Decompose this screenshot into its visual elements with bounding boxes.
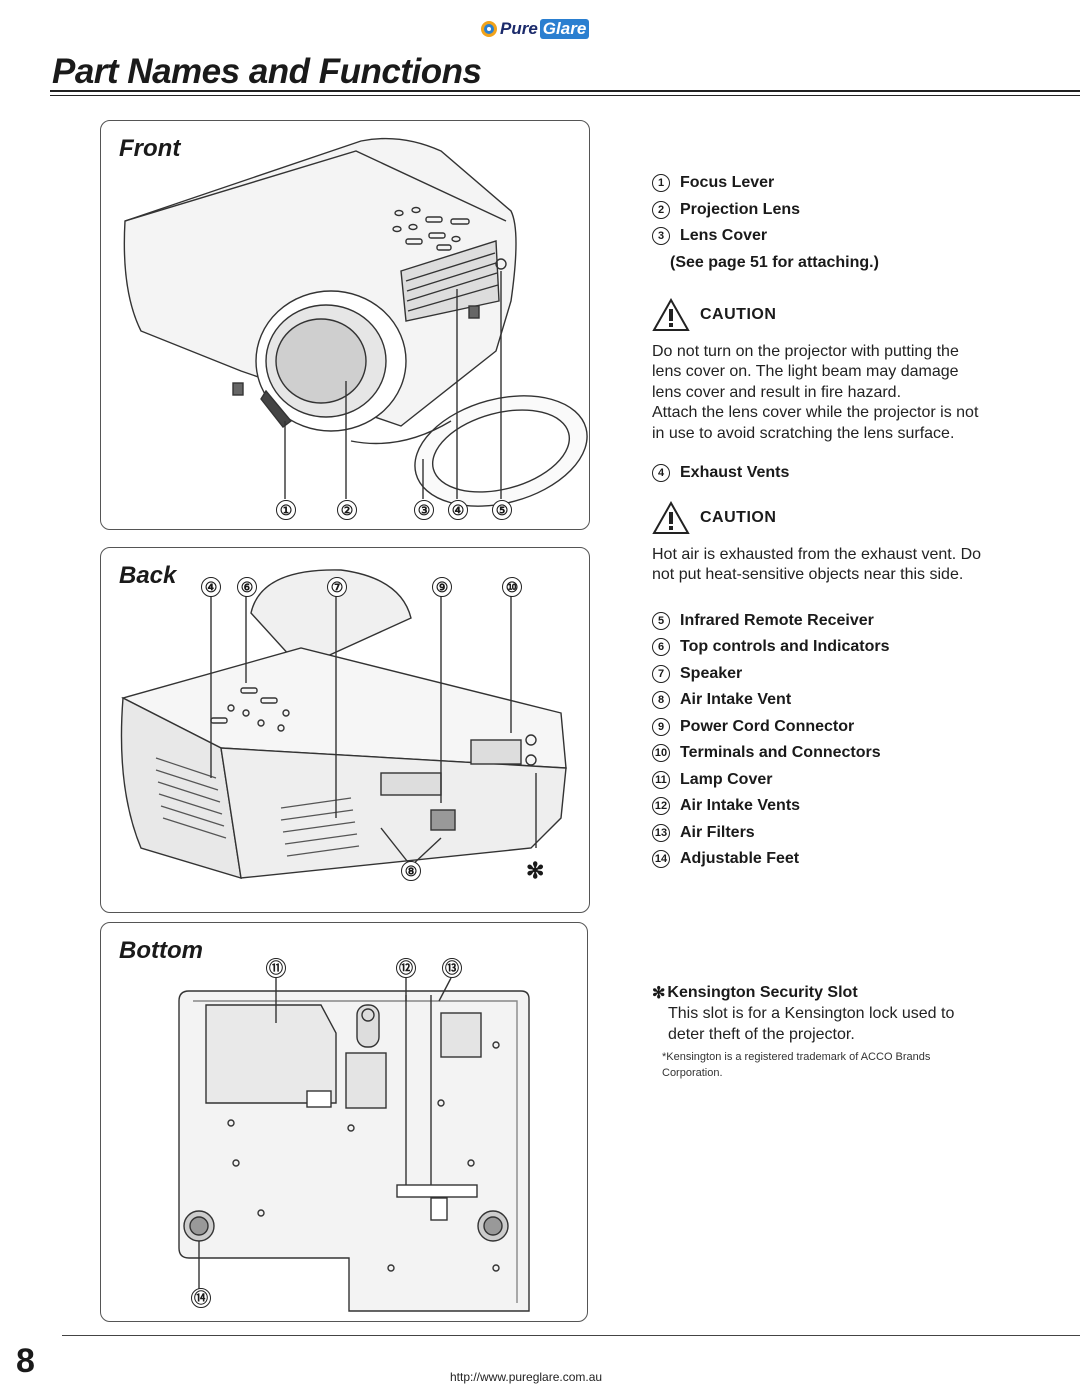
callout-9: ⑨: [432, 577, 452, 597]
item-number: 4: [652, 464, 670, 483]
bottom-figure-title: Bottom: [119, 937, 203, 964]
item-number: 12: [652, 797, 670, 816]
back-projector-illustration: [120, 569, 567, 879]
item-label: Speaker: [680, 664, 743, 682]
kensington-callout: ✻: [526, 858, 545, 883]
item-label: Lens Cover: [680, 227, 768, 245]
callout-8: ⑧: [401, 861, 421, 881]
page-title: Part Names and Functions: [52, 52, 482, 91]
item-number: 3: [652, 227, 670, 246]
caution-label: CAUTION: [700, 508, 777, 526]
front-figure-panel: Front: [100, 120, 590, 530]
warning-icon: [652, 500, 690, 534]
item-label: Air Filters: [680, 823, 755, 841]
kensington-title: Kensington Security Slot: [667, 983, 858, 1001]
item-label: Lamp Cover: [680, 770, 773, 788]
brand-logo: Pure Glare: [480, 18, 590, 40]
parts-list-b: 4 Exhaust Vents: [652, 460, 982, 487]
list-item: 9 Power Cord Connector: [652, 714, 982, 741]
item-label: Exhaust Vents: [680, 464, 790, 482]
kensington-footnote: *Kensington is a registered trademark of…: [662, 1050, 931, 1079]
caution-heading: CAUTION: [652, 500, 982, 535]
list-item: 13 Air Filters: [652, 820, 982, 847]
list-item: 5 Infrared Remote Receiver: [652, 608, 982, 635]
item-number: 10: [652, 744, 670, 763]
bottom-figure-panel: Bottom: [100, 922, 588, 1322]
item-number: 11: [652, 770, 670, 789]
title-underline: [50, 90, 1080, 92]
item-label: Focus Lever: [680, 174, 775, 192]
kensington-mark: ✻: [652, 984, 666, 1002]
list-item: 2 Projection Lens: [652, 197, 982, 224]
list-item: 12 Air Intake Vents: [652, 793, 982, 820]
item-number: 1: [652, 174, 670, 193]
kensington-text: This slot is for a Kensington lock used …: [668, 1004, 955, 1043]
item-label: Air Intake Vents: [680, 797, 801, 815]
item-number: 13: [652, 823, 670, 842]
callout-11: ⑪: [266, 958, 286, 978]
kensington-heading: ✻ Kensington Security Slot: [652, 983, 982, 1003]
bottom-projector-illustration: [178, 977, 530, 1312]
item-label: Air Intake Vent: [680, 691, 792, 709]
warning-icon: [652, 297, 690, 331]
callout-6: ⑥: [237, 577, 257, 597]
logo-text-glare: Glare: [539, 19, 590, 39]
item-number: 14: [652, 850, 670, 869]
item-number: 5: [652, 611, 670, 630]
list-item: 14 Adjustable Feet: [652, 846, 982, 873]
pureglare-logo-icon: [481, 21, 497, 37]
caution-heading: CAUTION: [652, 297, 982, 332]
back-figure-panel: Back: [100, 547, 590, 913]
list-item: 10 Terminals and Connectors: [652, 740, 982, 767]
item-label: Top controls and Indicators: [680, 638, 890, 656]
item-label: Projection Lens: [680, 200, 801, 218]
list-item: 7 Speaker: [652, 661, 982, 688]
title-underline-thin: [50, 95, 1080, 96]
callout-14: ⑭: [191, 1288, 211, 1308]
logo-text-pure: Pure: [500, 19, 538, 38]
item-label: Power Cord Connector: [680, 717, 855, 735]
caution-text: Hot air is exhausted from the exhaust ve…: [652, 545, 982, 584]
front-figure-title: Front: [119, 135, 181, 162]
callout-13: ⑬: [442, 958, 462, 978]
item-label: Infrared Remote Receiver: [680, 611, 874, 629]
see-page-note: (See page 51 for attaching.): [670, 253, 879, 271]
callout-1: ①: [276, 500, 296, 520]
item-number: 7: [652, 664, 670, 683]
list-item: 3 Lens Cover: [652, 223, 982, 250]
item-number: 2: [652, 200, 670, 219]
item-number: 6: [652, 638, 670, 657]
page-number: 8: [16, 1342, 35, 1380]
list-item: 8 Air Intake Vent: [652, 687, 982, 714]
item-label: Terminals and Connectors: [680, 744, 881, 762]
callout-3: ③: [414, 500, 434, 520]
caution-label: CAUTION: [700, 305, 777, 323]
callout-10: ⑩: [502, 577, 522, 597]
list-item: 6 Top controls and Indicators: [652, 634, 982, 661]
parts-list-c: 5 Infrared Remote Receiver 6 Top controls …: [652, 608, 982, 873]
parts-list-a: 1 Focus Lever 2 Projection Lens 3 Lens C…: [652, 170, 982, 276]
caution-text: Attach the lens cover while the projecto…: [652, 404, 979, 442]
front-projector-illustration: [123, 137, 588, 507]
footer-divider: [62, 1335, 1080, 1336]
list-item: 11 Lamp Cover: [652, 767, 982, 794]
callout-4-back: ④: [201, 577, 221, 597]
back-figure-title: Back: [119, 562, 177, 589]
footer-url[interactable]: http://www.pureglare.com.au: [450, 1370, 603, 1384]
parts-description-column: 1 Focus Lever 2 Projection Lens 3 Lens C…: [652, 170, 982, 1081]
callout-4: ④: [448, 500, 468, 520]
list-item: 1 Focus Lever: [652, 170, 982, 197]
list-item: 4 Exhaust Vents: [652, 460, 982, 487]
callout-2: ②: [337, 500, 357, 520]
item-label: Adjustable Feet: [680, 850, 800, 868]
callout-7: ⑦: [327, 577, 347, 597]
item-number: 9: [652, 717, 670, 736]
callout-12: ⑫: [396, 958, 416, 978]
item-number: 8: [652, 691, 670, 710]
kensington-section: ✻ Kensington Security Slot This slot is …: [652, 983, 982, 1081]
caution-text: Do not turn on the projector with puttin…: [652, 342, 959, 401]
callout-5: ⑤: [492, 500, 512, 520]
